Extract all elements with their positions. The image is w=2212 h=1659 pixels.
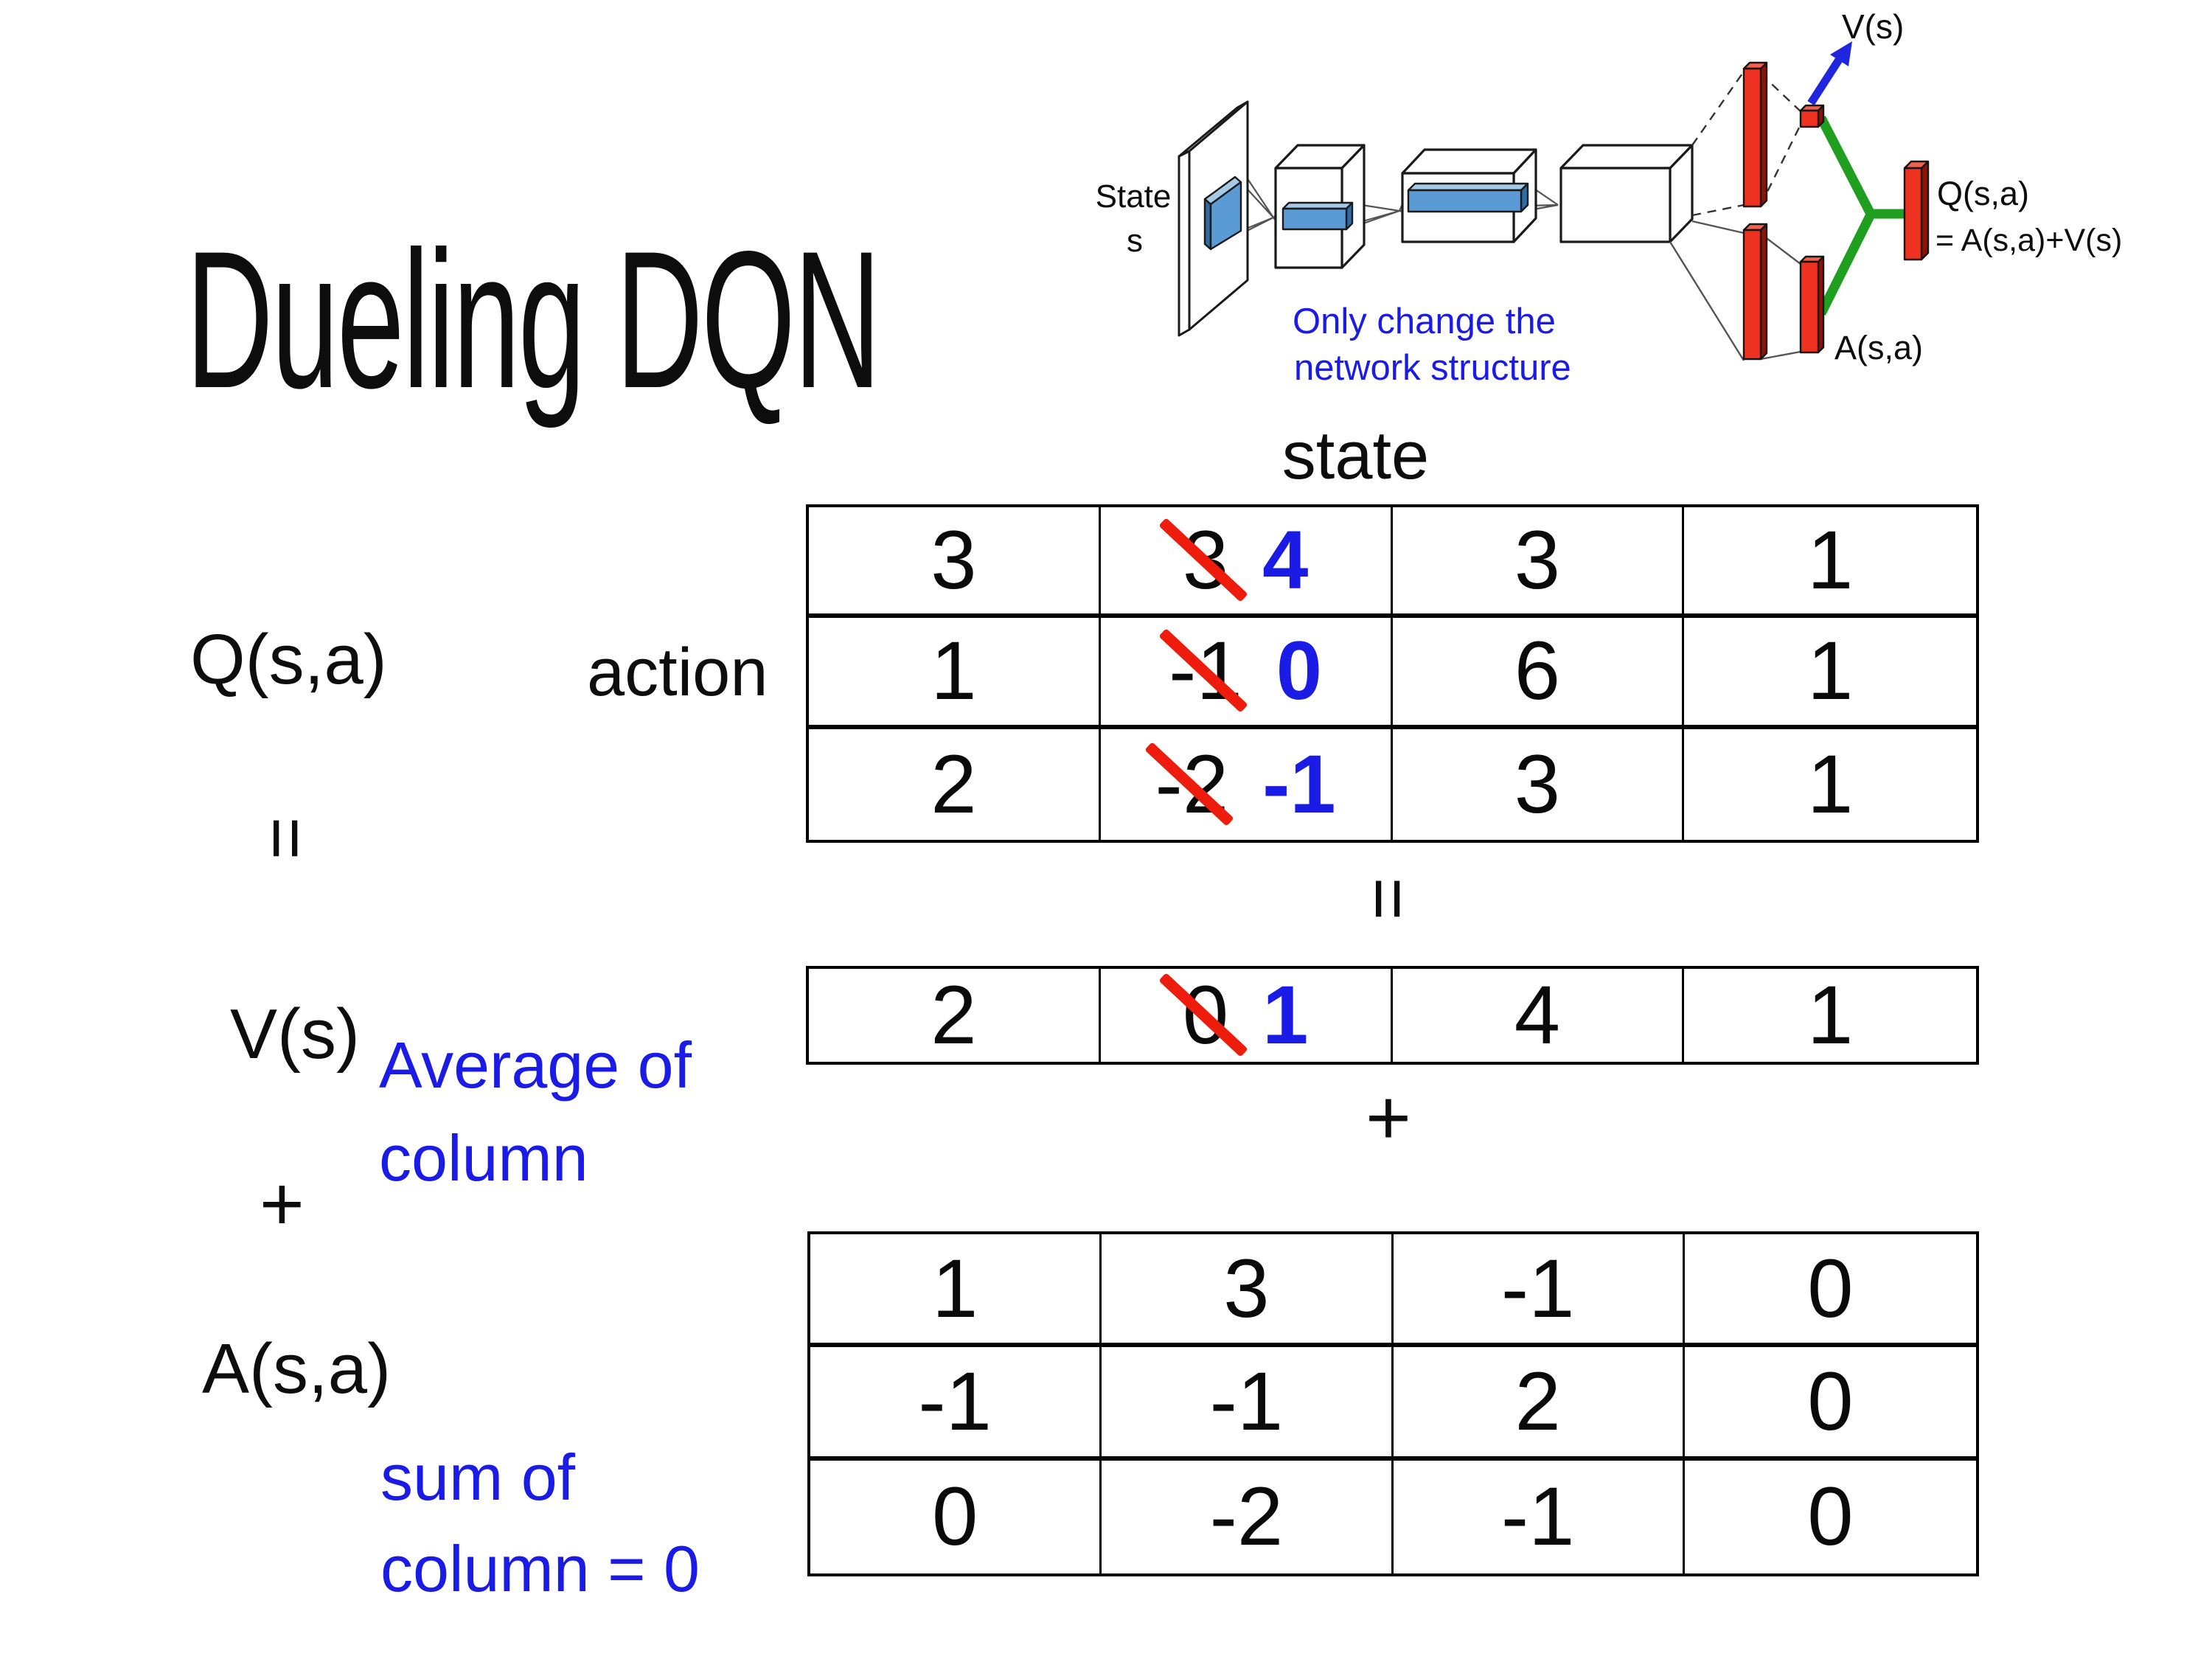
q-cell-r3c3: 3: [1393, 728, 1685, 840]
a-cell-r1c1: 1: [810, 1234, 1102, 1348]
a-table: 1 3 -1 0 -1 -1 2 0 0 -2 -1 0: [807, 1231, 1979, 1576]
average-of-column-note: Average of column: [379, 1019, 692, 1205]
diagram-note-line1: Only change the: [1293, 302, 1556, 341]
v-cell-c1: 2: [809, 969, 1101, 1062]
diagram-state-label-line2: s: [1127, 223, 1143, 259]
diagram-v-label: V(s): [1842, 7, 1904, 46]
advantage-bar: [1799, 255, 1825, 354]
q-cell-r1c1: 3: [809, 507, 1101, 619]
q-cell-r3c4: 1: [1806, 737, 1854, 830]
v-cell-c3: 4: [1393, 969, 1685, 1062]
fc-fan-dashed: [1691, 71, 1803, 217]
a-cell-r1c2: 3: [1102, 1234, 1394, 1348]
conv-filter-patch: [1203, 175, 1242, 251]
q-cell-r2c4: 1: [1684, 618, 1976, 729]
q-output-bar: [1903, 160, 1930, 261]
q-table: 3 3 4 3 1 1 -1 0 6 1 2 -2 -1 3 1: [806, 504, 1979, 843]
struck-value: 0: [1158, 973, 1248, 1057]
q-cell-r3c2-corrected: -2 -1: [1101, 728, 1393, 840]
diagram-a-label: A(s,a): [1834, 329, 1923, 366]
diagram-q-label-line2: = A(s,a)+V(s): [1935, 223, 2122, 258]
aggregation-connector: [1817, 116, 1907, 316]
q-cell-r2c1: 1: [809, 618, 1101, 729]
q-cell-r2c3: 6: [1392, 618, 1685, 729]
v-function-label: V(s): [230, 995, 360, 1074]
q-cell-r3c1: 2: [809, 728, 1101, 840]
a-cell-r1c4: 0: [1684, 1234, 1976, 1348]
sum-note-line2: column = 0: [380, 1532, 700, 1605]
a-cell-r2c1: -1: [810, 1347, 1102, 1461]
a-function-label: A(s,a): [202, 1329, 392, 1408]
struck-value: -2: [1144, 741, 1234, 827]
action-axis-label: action: [587, 635, 768, 710]
corrected-value: -1: [1262, 737, 1336, 830]
a-cell-r3c2: -2: [1102, 1460, 1394, 1573]
a-cell-r2c2: -1: [1102, 1347, 1394, 1461]
feature-slab-1: [1281, 201, 1354, 231]
q-cell-r2c2-corrected: -1 0: [1100, 618, 1393, 729]
plus-sign-center: +: [1366, 1074, 1411, 1161]
average-note-line1: Average of: [379, 1029, 692, 1102]
diagram-note-line2: network structure: [1294, 348, 1571, 388]
v-table: 2 0 1 4 1: [806, 966, 1979, 1065]
average-note-line2: column: [379, 1121, 588, 1194]
fc-bar-bottom: [1742, 223, 1768, 361]
a-cell-r2c4: 0: [1684, 1347, 1976, 1461]
q-cell-r1c4: 1: [1684, 507, 1976, 619]
a-cell-r3c3: -1: [1394, 1460, 1685, 1573]
q-cell-r1c3: 3: [1392, 507, 1685, 619]
a-cell-r3c1: 0: [810, 1460, 1102, 1573]
a-cell-r3c4: 0: [1807, 1470, 1854, 1563]
sum-of-column-note: sum of column = 0: [380, 1432, 700, 1615]
corrected-value: 4: [1262, 514, 1309, 607]
corrected-value: 1: [1262, 969, 1309, 1061]
value-node-bar: [1799, 104, 1825, 128]
equals-rotated-center: =: [1347, 877, 1430, 921]
diagram-state-label-line1: State: [1096, 178, 1172, 215]
conv-box-3: [1559, 144, 1694, 243]
corrected-value: 0: [1276, 625, 1323, 717]
struck-value: 3: [1158, 518, 1248, 602]
value-arrow: [1807, 41, 1852, 105]
feature-slab-2: [1407, 182, 1529, 213]
v-cell-c4: 1: [1806, 969, 1854, 1061]
fc-fan-solid: [1669, 220, 1801, 361]
v-cell-c2-corrected: 0 1: [1101, 969, 1393, 1062]
a-cell-r1c3: -1: [1393, 1234, 1685, 1348]
struck-value: -1: [1158, 628, 1248, 714]
network-diagram: V(s) State s Only change the network str…: [1096, 7, 2123, 388]
sum-note-line1: sum of: [380, 1441, 576, 1514]
page-title: Dueling DQN: [186, 211, 881, 429]
a-cell-r2c3: 2: [1393, 1347, 1685, 1461]
q-cell-r1c2-corrected: 3 4: [1100, 507, 1393, 619]
fc-bar-top: [1742, 61, 1768, 208]
state-axis-label: state: [1281, 418, 1430, 493]
diagram-q-label-line1: Q(s,a): [1937, 175, 2029, 212]
q-function-label: Q(s,a): [190, 620, 387, 699]
equals-rotated-left: =: [245, 816, 327, 860]
plus-sign-left: +: [260, 1161, 305, 1247]
